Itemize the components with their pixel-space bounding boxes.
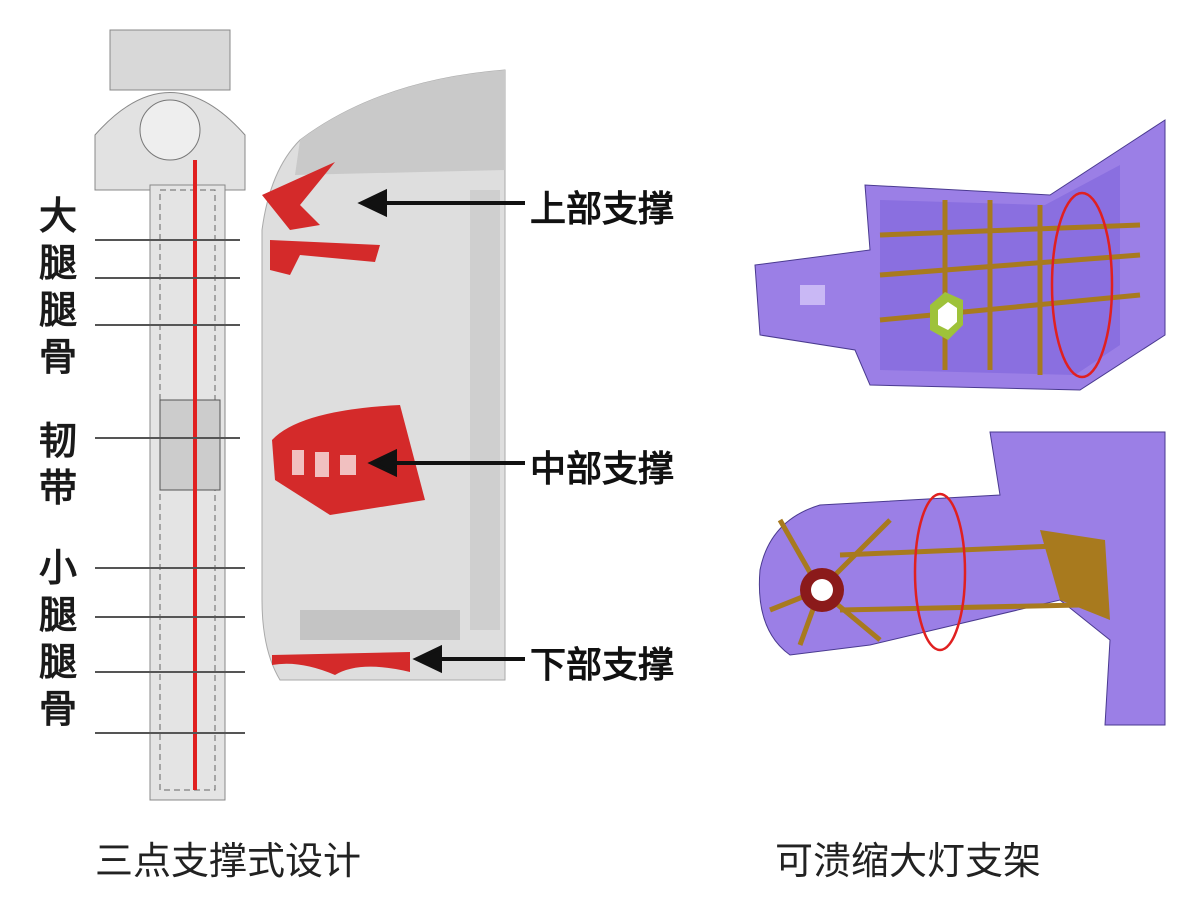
leg-marker-lines bbox=[95, 239, 245, 734]
middle-support-label: 中部支撑 bbox=[530, 449, 675, 490]
lower-support-label: 下部支撑 bbox=[530, 645, 675, 686]
right-caption: 可溃缩大灯支架 bbox=[775, 839, 1042, 883]
label-char: 大 bbox=[38, 194, 77, 238]
headlamp-bracket-bottom bbox=[758, 431, 1166, 726]
lower-support bbox=[272, 652, 410, 675]
label-char: 小 bbox=[38, 546, 77, 590]
highlight-ellipse bbox=[913, 492, 967, 652]
callout-arrows bbox=[357, 188, 525, 674]
headlamp-bracket-top bbox=[754, 119, 1166, 391]
vehicle-front-model bbox=[261, 69, 506, 681]
left-caption: 三点支撑式设计 bbox=[95, 839, 362, 883]
shin-bone-label: 小 腿 腿 骨 bbox=[36, 545, 80, 733]
upper-support-label: 上部支撑 bbox=[530, 189, 675, 230]
label-char: 韧 bbox=[38, 419, 77, 463]
middle-support bbox=[272, 405, 425, 515]
label-char: 带 bbox=[38, 466, 77, 510]
label-char: 骨 bbox=[38, 687, 77, 731]
leg-impactor-model bbox=[94, 29, 246, 801]
label-char: 腿 bbox=[38, 640, 77, 684]
highlight-ellipse bbox=[1050, 191, 1114, 379]
label-char: 腿 bbox=[38, 288, 77, 332]
upper-support bbox=[262, 162, 380, 275]
thigh-bone-label: 大 腿 腿 骨 bbox=[36, 193, 80, 381]
label-char: 腿 bbox=[38, 241, 77, 285]
label-char: 腿 bbox=[38, 593, 77, 637]
ligament-label: 韧 带 bbox=[36, 418, 80, 512]
label-char: 骨 bbox=[38, 335, 77, 379]
